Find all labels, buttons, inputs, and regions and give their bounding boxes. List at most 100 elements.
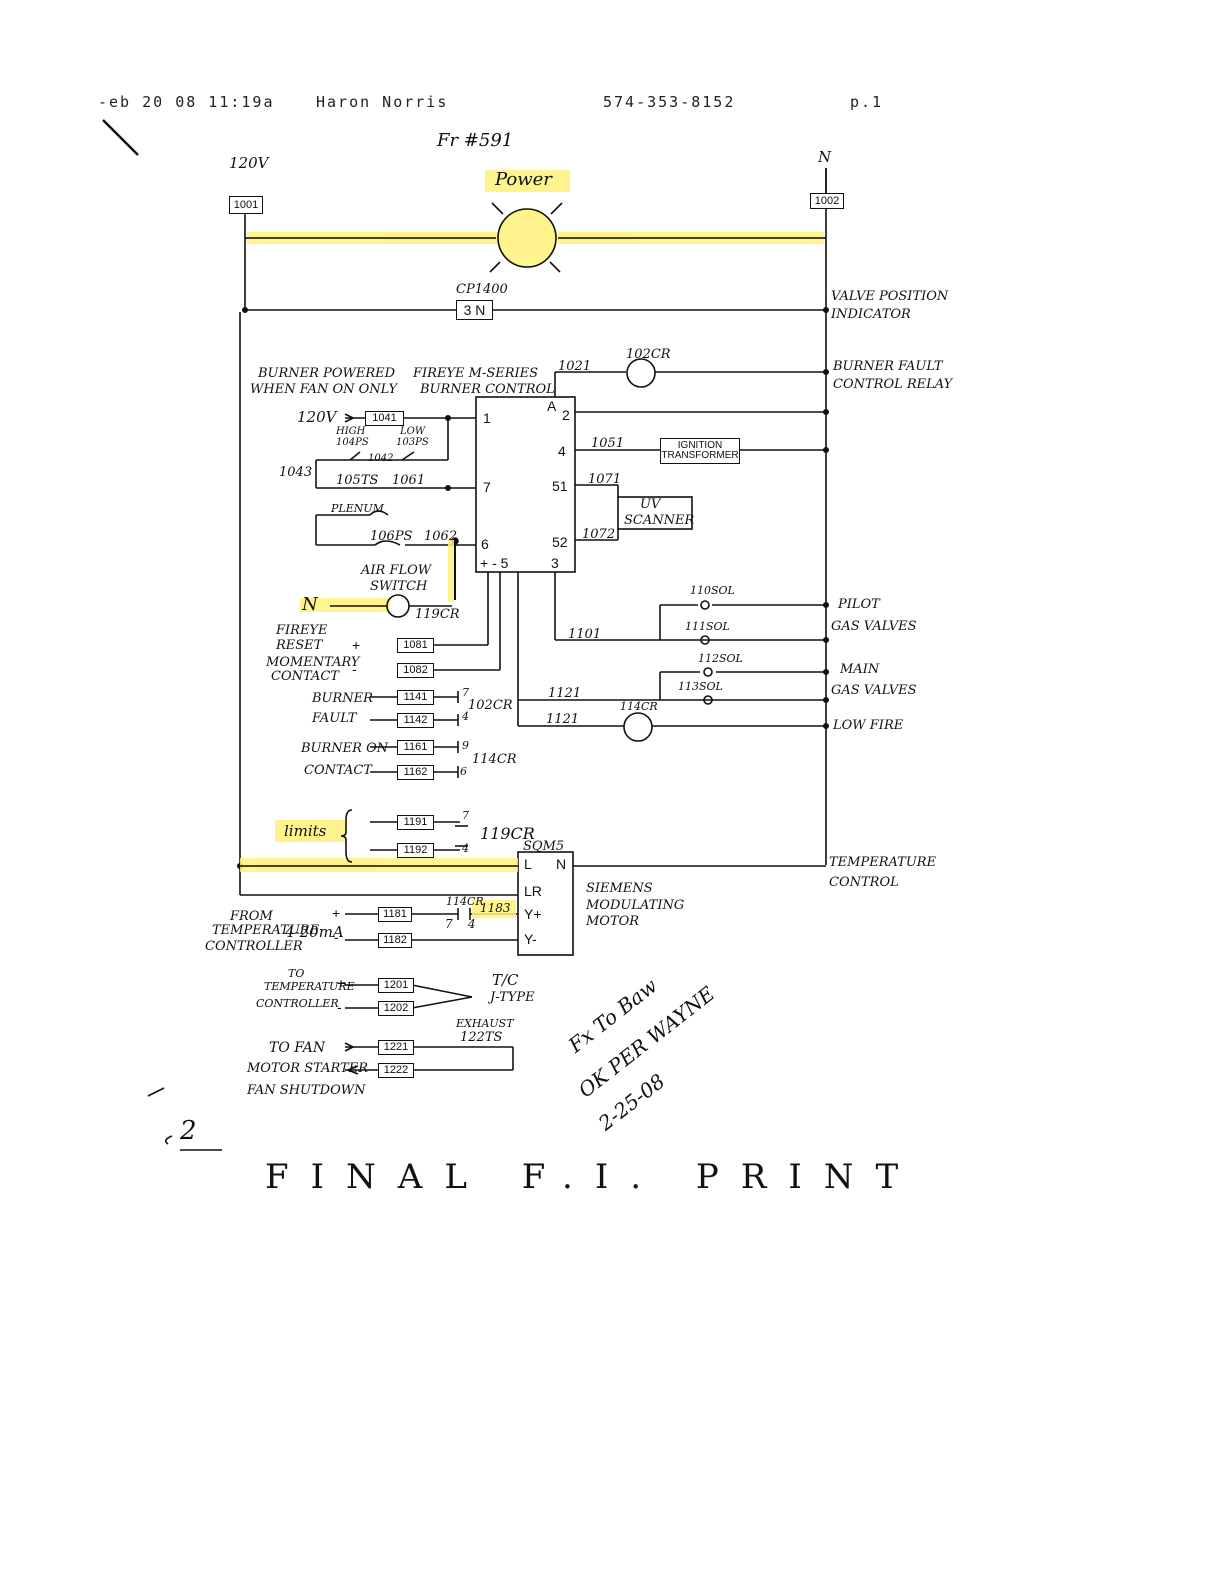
relay-102cr-b-label: 102CR bbox=[468, 698, 513, 713]
terminal-1142: 1142 bbox=[397, 713, 434, 728]
siemens-line-2: MODULATING bbox=[586, 898, 685, 913]
switch-105ts: 105TS bbox=[336, 473, 379, 488]
sqm-pin-Yminus: Y- bbox=[524, 931, 537, 947]
terminal-1141: 1141 bbox=[397, 690, 434, 705]
fax-phone: 574-353-8152 bbox=[603, 93, 736, 111]
tc-minus: - bbox=[337, 999, 342, 1015]
fireye-reset-line-1: FIREYE bbox=[276, 623, 328, 638]
supply-120v-label: 120V bbox=[229, 154, 269, 172]
sol-111: 111SOL bbox=[685, 620, 730, 633]
uv-scanner-line-2: SCANNER bbox=[624, 513, 695, 528]
contact-4-c: 4 bbox=[468, 917, 476, 931]
fireye-line-1: FIREYE M-SERIES bbox=[413, 366, 539, 381]
pin-6: 6 bbox=[481, 536, 489, 552]
main-line-2: GAS VALVES bbox=[831, 683, 917, 698]
sqm-pin-L: L bbox=[524, 856, 532, 872]
terminal-1002: 1002 bbox=[810, 193, 844, 209]
from-temp-line-2: TEMPERATURE bbox=[212, 923, 320, 938]
pin-1: 1 bbox=[483, 410, 491, 426]
terminal-1191: 1191 bbox=[397, 815, 434, 830]
contact-7-c: 7 bbox=[445, 917, 453, 931]
terminal-1041: 1041 bbox=[365, 411, 404, 426]
sqm-pin-N: N bbox=[556, 856, 567, 872]
fr-number: Fr #591 bbox=[437, 130, 514, 151]
fireye-reset-line-2: RESET bbox=[276, 638, 323, 653]
neutral-n-label: N bbox=[302, 594, 318, 615]
input-120v-label: 120V bbox=[297, 408, 337, 426]
contact-7-b: 7 bbox=[462, 809, 469, 822]
power-label: Power bbox=[495, 169, 552, 190]
burner-powered-line-1: BURNER POWERED bbox=[258, 366, 396, 381]
from-temp-line-3: CONTROLLER bbox=[205, 939, 303, 954]
reset-plus: + bbox=[352, 637, 361, 653]
terminal-1202: 1202 bbox=[378, 1001, 414, 1016]
cp1400-box: 3 N bbox=[456, 300, 493, 320]
fireye-reset-line-4: CONTACT bbox=[271, 669, 339, 684]
fax-page: p.1 bbox=[850, 93, 884, 111]
wire-1062: 1062 bbox=[424, 529, 458, 544]
relay-114cr-c-label: 114CR bbox=[446, 895, 484, 908]
terminal-1162: 1162 bbox=[397, 765, 434, 780]
fireye-line-2: BURNER CONTROL bbox=[420, 382, 555, 397]
to-temp-line-3: CONTROLLER bbox=[256, 997, 339, 1010]
low-103ps-line-1: LOW bbox=[400, 426, 426, 437]
burner-powered-line-2: WHEN FAN ON ONLY bbox=[250, 382, 398, 397]
terminal-1222: 1222 bbox=[378, 1063, 414, 1078]
wire-1101: 1101 bbox=[568, 627, 602, 642]
valve-position-line-1: VALVE POSITION bbox=[831, 289, 949, 304]
uv-scanner-line-1: UV bbox=[640, 497, 661, 512]
contact-9: 9 bbox=[462, 739, 469, 752]
sqm5-label: SQM5 bbox=[523, 839, 565, 854]
burner-on-line-2: CONTACT bbox=[304, 763, 372, 778]
cp1400-label: CP1400 bbox=[456, 282, 508, 297]
burner-on-line-1: BURNER ON bbox=[301, 741, 389, 756]
pin-power: + - 5 bbox=[480, 555, 509, 571]
exhaust-line-1: EXHAUST bbox=[456, 1017, 514, 1030]
terminal-1001: 1001 bbox=[229, 196, 263, 214]
pin-4: 4 bbox=[558, 443, 566, 459]
wire-1121-a: 1121 bbox=[548, 686, 582, 701]
wire-1043: 1043 bbox=[279, 465, 313, 480]
relay-102cr-label: 102CR bbox=[626, 347, 671, 362]
temp-control-line-2: CONTROL bbox=[829, 875, 899, 890]
reset-minus: - bbox=[352, 661, 357, 677]
fireye-reset-line-3: MOMENTARY bbox=[266, 655, 360, 670]
pin-7: 7 bbox=[483, 479, 491, 495]
contact-7: 7 bbox=[462, 686, 469, 699]
relay-119cr-b-label: 119CR bbox=[480, 824, 535, 843]
wire-1183: 1183 bbox=[480, 901, 511, 915]
terminal-1181: 1181 bbox=[378, 907, 412, 922]
low-103ps-line-2: 103PS bbox=[396, 437, 429, 448]
signal-4-20ma: 4-20mA bbox=[285, 923, 344, 941]
high-104ps-line-1: HIGH bbox=[336, 426, 366, 437]
plenum-label: PLENUM bbox=[331, 502, 384, 515]
tc-line-2: J-TYPE bbox=[490, 990, 535, 1005]
pin-A: A bbox=[547, 398, 557, 414]
pin-2: 2 bbox=[562, 407, 570, 423]
sol-110: 110SOL bbox=[690, 584, 735, 597]
neutral-label: N bbox=[818, 148, 832, 166]
burner-fault-left-line-1: BURNER bbox=[312, 691, 373, 706]
terminal-1082: 1082 bbox=[397, 663, 434, 678]
relay-119cr-label: 119CR bbox=[415, 607, 460, 622]
from-temp-line-1: FROM bbox=[230, 909, 273, 924]
pilot-line-1: PILOT bbox=[838, 597, 880, 612]
wire-1071: 1071 bbox=[588, 472, 622, 487]
to-temp-line-2: TEMPERATURE bbox=[264, 980, 355, 993]
valve-position-line-2: INDICATOR bbox=[831, 307, 911, 322]
high-104ps-line-2: 104PS bbox=[336, 437, 369, 448]
wire-1051: 1051 bbox=[591, 436, 625, 451]
terminal-1221: 1221 bbox=[378, 1040, 414, 1055]
limits-label: limits bbox=[284, 822, 327, 840]
wire-1021: 1021 bbox=[558, 359, 592, 374]
siemens-line-1: SIEMENS bbox=[586, 881, 653, 896]
burner-fault-line-1: BURNER FAULT bbox=[833, 359, 943, 374]
tc-plus: + bbox=[337, 975, 346, 991]
corner-mark bbox=[102, 119, 139, 156]
ignition-transformer: IGNITION TRANSFORMER bbox=[660, 438, 740, 464]
air-flow-line-1: AIR FLOW bbox=[361, 563, 432, 578]
burner-fault-left-line-2: FAULT bbox=[312, 711, 357, 726]
temp-plus: + bbox=[332, 905, 341, 921]
margin-mark: 2 bbox=[180, 1116, 197, 1146]
